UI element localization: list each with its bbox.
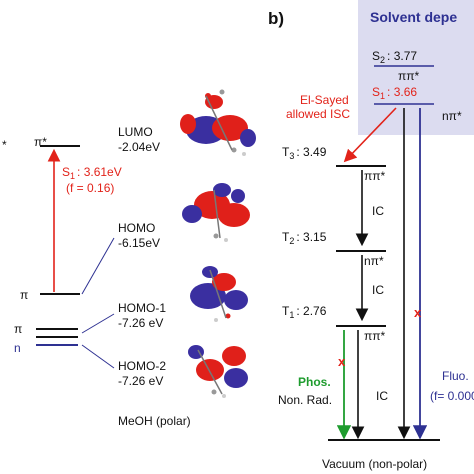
el-sayed-line1: El-Sayed: [300, 93, 349, 107]
homo1-orbital-image: [190, 266, 248, 322]
oscillator-strength-label: (f = 0.16): [66, 181, 114, 195]
homo2-connector: [81, 344, 115, 369]
isc-arrow: [343, 107, 397, 163]
homo-name: HOMO: [118, 221, 155, 235]
ic-label-1: IC: [372, 204, 384, 218]
homo1-energy: -7.26 eV: [118, 316, 163, 330]
phos-cross: x: [338, 354, 346, 369]
lumo-name: LUMO: [118, 125, 153, 139]
homo-energy: -6.15eV: [118, 236, 160, 250]
t3-label: T3: 3.49: [282, 145, 327, 161]
homo2-name: HOMO-2: [118, 359, 166, 373]
panel-b-label: b): [268, 9, 284, 28]
pi-star-cut-label: *: [2, 138, 7, 152]
fluo-f-label: (f= 0.000: [430, 389, 474, 403]
fluo-cross: x: [414, 305, 422, 320]
t2-label: T2: 3.15: [282, 230, 327, 246]
left-caption: MeOH (polar): [118, 414, 191, 428]
s2-character: ππ*: [398, 69, 420, 83]
ic-label-3: IC: [376, 389, 388, 403]
lumo-orbital-image: [180, 89, 256, 156]
s2-label: S2: 3.77: [372, 49, 417, 65]
homo-orbital-image: [182, 183, 250, 242]
homo2-orbital-image: [188, 345, 248, 398]
phos-label: Phos.: [298, 375, 331, 389]
pi-level-label: π: [20, 288, 28, 302]
homo2-energy: -7.26 eV: [118, 374, 163, 388]
ic-label-2: IC: [372, 283, 384, 297]
el-sayed-line2: allowed ISC: [286, 107, 350, 121]
solvent-box: [358, 0, 474, 135]
n-level-label: n: [14, 341, 21, 355]
s1-character: nπ*: [442, 109, 462, 123]
t2-character: nπ*: [364, 254, 384, 268]
right-panel: b) Solvent depe S2: 3.77 ππ* S1: 3.66 nπ…: [268, 0, 474, 471]
t3-character: ππ*: [364, 169, 386, 183]
s1-transition-label: S1: 3.61eV: [62, 165, 122, 181]
homo-connector: [81, 237, 115, 295]
fluo-label: Fluo.: [442, 369, 469, 383]
s1-label: S1: 3.66: [372, 85, 417, 101]
homo1-name: HOMO-1: [118, 301, 166, 315]
pi-lower-level-label: π: [14, 322, 22, 336]
t1-character: ππ*: [364, 329, 386, 343]
homo1-connector: [81, 313, 115, 334]
non-rad-label: Non. Rad.: [278, 393, 332, 407]
right-caption: Vacuum (non-polar): [322, 457, 427, 471]
left-panel: * π* π π n S1: 3.61eV (f = 0.16) LUMO -2…: [2, 89, 256, 428]
solvent-box-title: Solvent depe: [370, 9, 457, 25]
t1-label: T1: 2.76: [282, 304, 327, 320]
lumo-energy: -2.04eV: [118, 140, 160, 154]
